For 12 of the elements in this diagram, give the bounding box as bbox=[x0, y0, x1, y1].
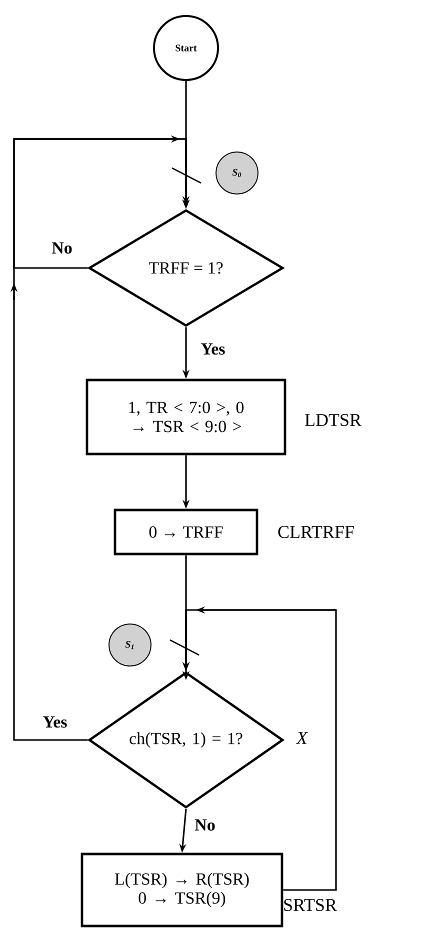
process-box: L(TSR) → R(TSR) 0 → TSR(9) bbox=[80, 852, 284, 928]
side-label: X bbox=[296, 732, 308, 744]
process-box: 1, TR < 7:0 >, 0 → TSR < 9:0 > bbox=[86, 378, 286, 456]
arrow bbox=[13, 138, 190, 741]
process-box: 0 → TRFF bbox=[114, 508, 258, 556]
side-label: LDTSR bbox=[305, 414, 362, 426]
edge-label: Yes bbox=[42, 715, 68, 729]
side-label: SRTSR bbox=[284, 898, 337, 912]
side-label: CLRTRFF bbox=[278, 526, 354, 538]
edge-label: No bbox=[50, 241, 74, 255]
edge-label: No bbox=[194, 818, 216, 832]
edge-label: Yes bbox=[200, 342, 226, 356]
